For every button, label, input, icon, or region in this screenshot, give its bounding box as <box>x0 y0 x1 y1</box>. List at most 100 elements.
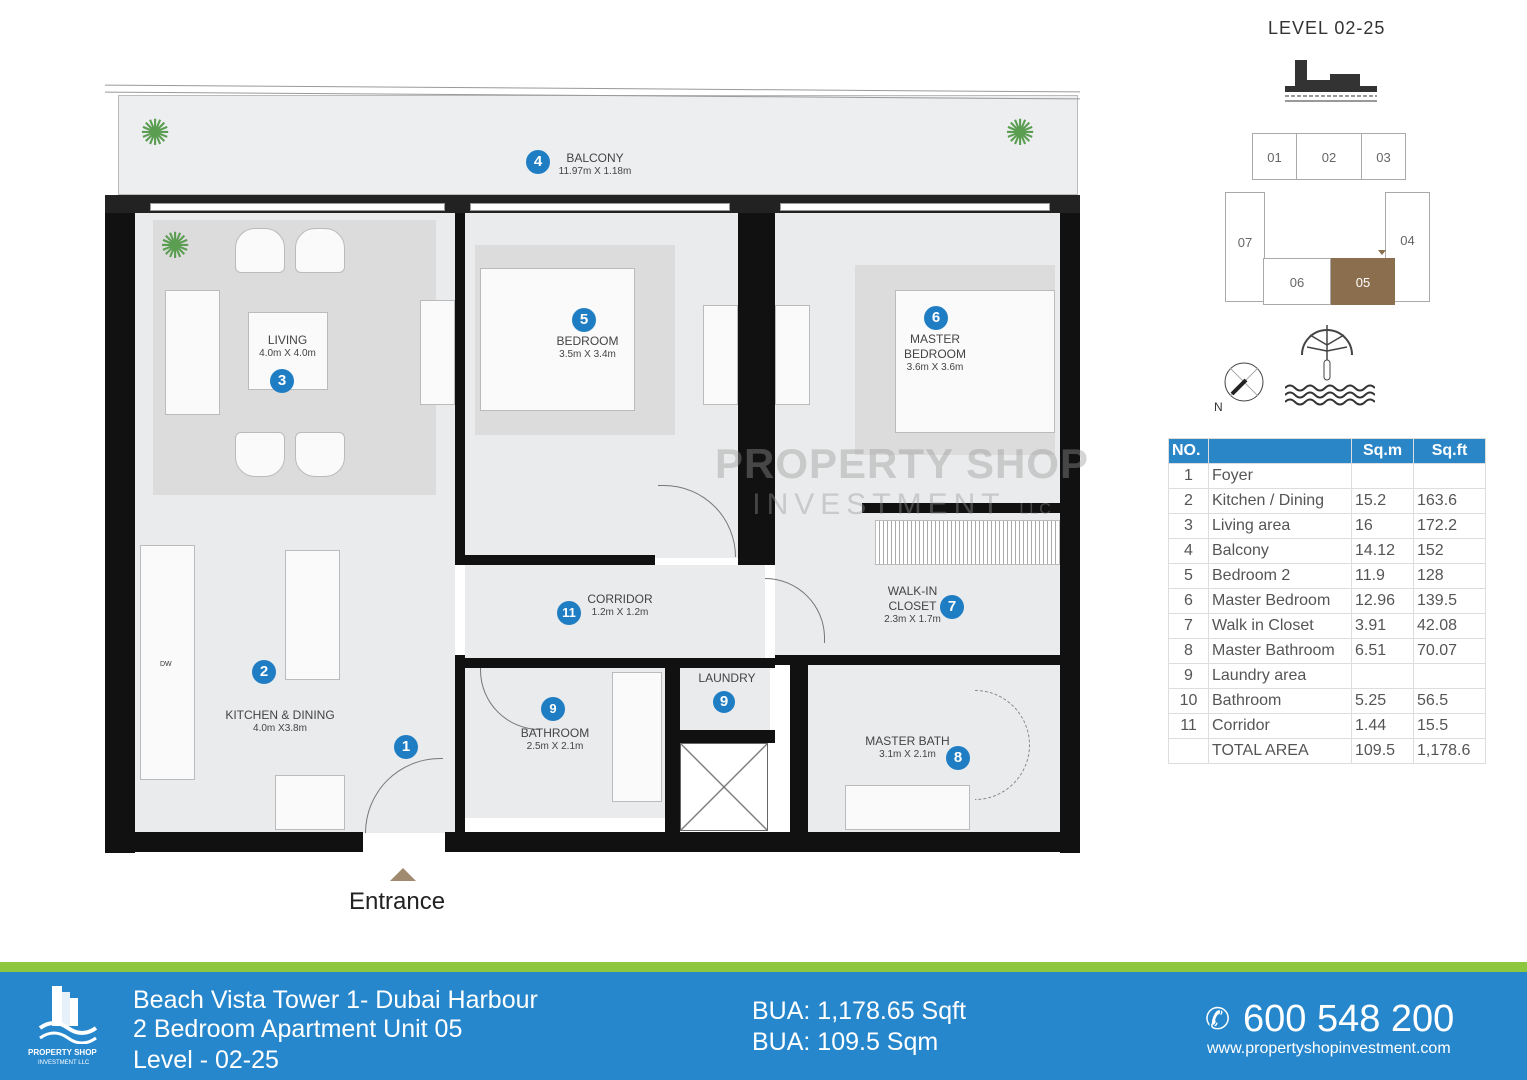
header-sqft: Sq.ft <box>1413 438 1486 464</box>
window <box>780 203 1050 211</box>
vanity <box>845 785 970 830</box>
row-sqft: 70.07 <box>1413 638 1486 664</box>
bed <box>480 268 635 411</box>
room-number-9: 9 <box>713 691 735 713</box>
room-number-2: 2 <box>252 660 276 684</box>
row-sqft: 172.2 <box>1413 513 1486 539</box>
phone-number[interactable]: 600 548 200 <box>1243 998 1455 1040</box>
wall <box>455 655 465 835</box>
room-name: CORRIDOR <box>587 592 653 606</box>
row-sqm: 3.91 <box>1351 613 1414 639</box>
wall <box>680 730 775 743</box>
room-number-8: 8 <box>946 746 970 770</box>
window <box>150 203 445 211</box>
row-room: Living area <box>1208 513 1352 539</box>
row-sqm <box>1351 663 1414 689</box>
armchair <box>235 228 285 273</box>
room-dims: 3.1m X 2.1m <box>879 749 936 760</box>
room-number-3: 3 <box>270 369 294 393</box>
row-sqm: 1.44 <box>1351 713 1414 739</box>
row-room: Master Bedroom <box>1208 588 1352 614</box>
row-no: 8 <box>1168 638 1209 664</box>
unit-05-highlighted: 05 <box>1331 258 1395 305</box>
watermark-suffix: LLC <box>1019 501 1052 518</box>
website-link[interactable]: www.propertyshopinvestment.com <box>1207 1040 1451 1057</box>
room-dims: 1.2m X 1.2m <box>591 607 649 618</box>
waves-icon <box>1285 384 1375 406</box>
watermark: PROPERTY SHOP INVESTMENT LLC <box>715 440 1089 522</box>
row-no: 6 <box>1168 588 1209 614</box>
footer-title-line3: Level - 02-25 <box>133 1046 279 1074</box>
sofa <box>165 290 220 415</box>
row-sqm: 16 <box>1351 513 1414 539</box>
level-heading: LEVEL 02-25 <box>1268 18 1386 38</box>
kitchen-counter <box>140 545 195 780</box>
wardrobe <box>775 305 810 405</box>
room-label-laundry: LAUNDRY <box>688 671 766 686</box>
row-room: Balcony <box>1208 538 1352 564</box>
room-name: MASTER BATH <box>865 734 950 748</box>
row-sqft: 15.5 <box>1413 713 1486 739</box>
room-name: LIVING <box>267 333 308 347</box>
row-sqft: 1,178.6 <box>1413 738 1486 764</box>
palm-island-icon <box>1301 325 1353 381</box>
company-logo <box>38 986 98 1044</box>
bua-sqft: BUA: 1,178.65 Sqft <box>752 997 967 1025</box>
north-label: N <box>1214 400 1223 414</box>
row-room: Walk in Closet <box>1208 613 1352 639</box>
balcony-area <box>118 95 1078 195</box>
wall <box>445 832 1080 852</box>
dw-label: DW <box>160 661 172 668</box>
unit-07: 07 <box>1225 192 1265 302</box>
row-sqft: 56.5 <box>1413 688 1486 714</box>
footer-title-line1: Beach Vista Tower 1- Dubai Harbour <box>133 986 538 1014</box>
row-no <box>1168 738 1209 764</box>
room-name: BATHROOM <box>520 726 590 740</box>
footer-accent-strip <box>0 962 1527 972</box>
wall <box>105 832 363 852</box>
unit-02: 02 <box>1296 133 1362 180</box>
dining-table <box>285 550 340 680</box>
row-sqm: 14.12 <box>1351 538 1414 564</box>
logo-text-line1: PROPERTY SHOP <box>28 1048 97 1057</box>
row-no: 1 <box>1168 463 1209 489</box>
row-sqm: 109.5 <box>1351 738 1414 764</box>
wall <box>775 655 1060 665</box>
compass-icon <box>1224 362 1264 402</box>
wall <box>862 503 1060 513</box>
key-plan: 01 02 03 07 04 06 05 N <box>1200 55 1480 415</box>
corridor-area <box>465 565 765 660</box>
room-name-line1: MASTER <box>909 332 960 346</box>
wall <box>790 665 808 835</box>
row-sqm: 11.9 <box>1351 563 1414 589</box>
room-number-6: 6 <box>924 306 948 330</box>
row-room: Master Bathroom <box>1208 638 1352 664</box>
armchair <box>235 432 285 477</box>
row-no: 4 <box>1168 538 1209 564</box>
master-bed <box>895 290 1055 433</box>
room-dims: 3.5m X 3.4m <box>559 349 616 360</box>
room-name: BALCONY <box>566 151 624 165</box>
footer: PROPERTY SHOP INVESTMENT LLC Beach Vista… <box>0 972 1527 1080</box>
wall <box>465 555 655 565</box>
row-no: 9 <box>1168 663 1209 689</box>
room-dims: 2.5m X 2.1m <box>526 741 584 752</box>
row-room: Laundry area <box>1208 663 1352 689</box>
room-name-line1: WALK-IN <box>887 584 938 598</box>
room-dims: 4.0m X 4.0m <box>259 348 316 359</box>
unit-01: 01 <box>1252 133 1297 180</box>
armchair <box>295 228 345 273</box>
header-sqm: Sq.m <box>1351 438 1414 464</box>
row-room: Kitchen / Dining <box>1208 488 1352 514</box>
room-dims: 11.97m X 1.18m <box>558 166 632 177</box>
watermark-line2: INVESTMENT <box>752 488 1006 521</box>
